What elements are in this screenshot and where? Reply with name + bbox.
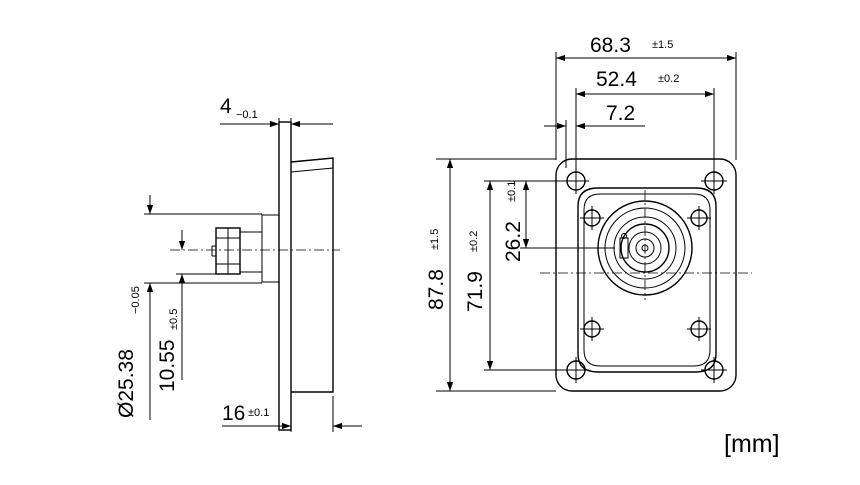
thickness-value: 4 [220, 95, 232, 118]
flange-recess [577, 187, 717, 373]
side-view: 4 −0.1 Ø25.38 −0.05 10.55 ±0.5 16 ±0.1 [115, 95, 362, 432]
front-view: 68.3 ±1.5 52.4 ±0.2 7.2 87.8 ±1.5 71.9 ±… [425, 34, 752, 392]
depth-tol: ±0.1 [248, 407, 269, 419]
bolt-hole-bl [580, 317, 604, 341]
bolt-hole-tl [580, 206, 604, 230]
height-outer-value: 87.8 [425, 269, 448, 310]
diameter-value: Ø25.38 [115, 349, 138, 418]
center-offset-tol: ±0.1 [506, 181, 518, 202]
hole-offset-value: 7.2 [606, 102, 635, 125]
depth-value: 16 [222, 402, 245, 425]
height-holes-value: 71.9 [464, 271, 487, 312]
bolt-hole-br [687, 317, 711, 341]
flange-plate [278, 121, 292, 431]
width-outer-tol: ±1.5 [652, 39, 673, 51]
center-offset-value: 26.2 [502, 221, 525, 262]
flange-outline [555, 158, 737, 392]
connector-shaft [261, 214, 279, 283]
bolt-hole-tr [687, 206, 711, 230]
offset-tol: ±0.5 [168, 309, 180, 330]
connector-sleeve [239, 231, 263, 273]
mounting-hole-br [701, 357, 727, 383]
offset-value: 10.55 [156, 339, 179, 392]
width-holes-value: 52.4 [596, 68, 637, 91]
units-label: [mm] [724, 430, 780, 458]
thickness-tol: −0.1 [236, 109, 258, 121]
flange-body [290, 157, 334, 393]
width-outer-value: 68.3 [590, 34, 631, 57]
width-holes-tol: ±0.2 [658, 73, 679, 85]
diameter-tol: −0.05 [130, 286, 142, 314]
height-outer-tol: ±1.5 [429, 229, 441, 250]
height-holes-tol: ±0.2 [468, 231, 480, 252]
